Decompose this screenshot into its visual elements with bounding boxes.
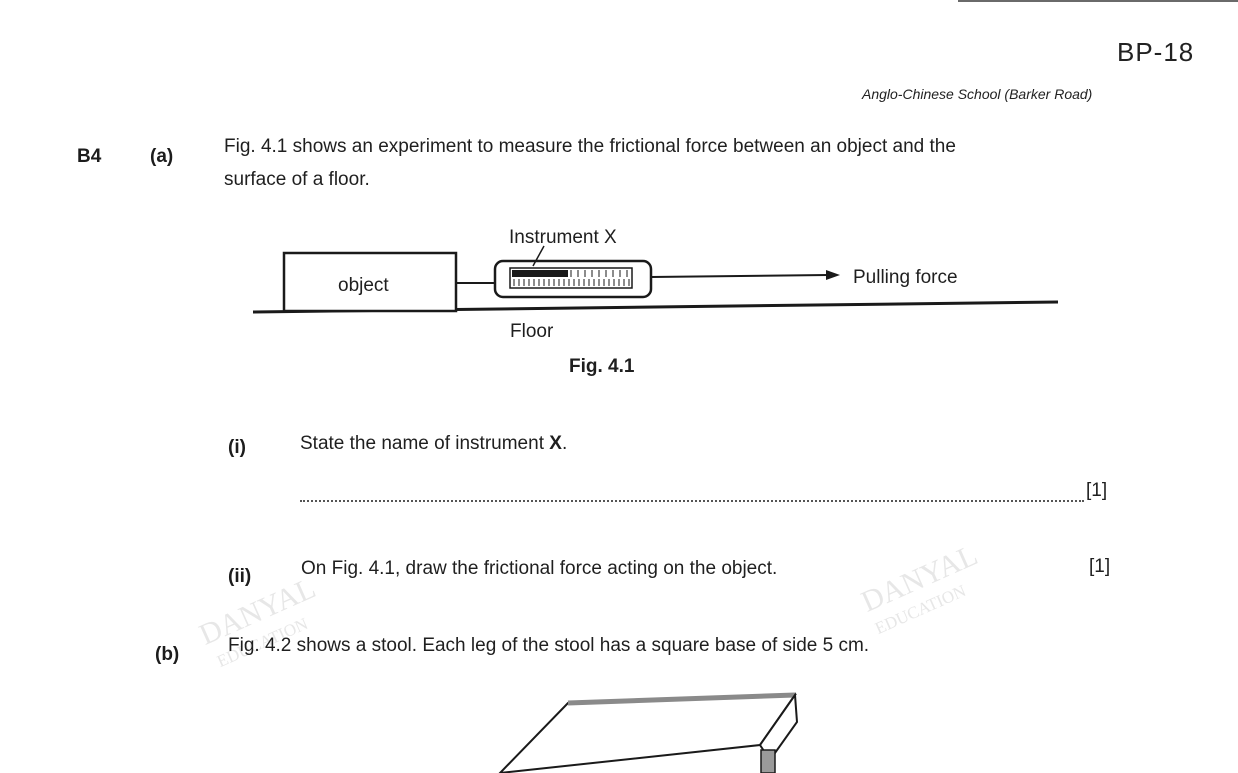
part-a-label: (a) [150, 146, 174, 167]
sub-i-text-after: . [561, 433, 568, 454]
instrument-x-ticks [513, 270, 630, 286]
part-b-label: (b) [155, 644, 180, 665]
sub-i-label: (i) [228, 437, 246, 458]
object-label: object [338, 275, 389, 296]
instrument-x-indicator [512, 270, 568, 277]
pulling-force-arrow [650, 274, 829, 278]
sub-i-text: State the name of instrument X. [300, 433, 567, 455]
pulling-force-label: Pulling force [853, 267, 958, 288]
pulling-force-arrowhead [826, 270, 840, 280]
sub-i-text-bold: X [549, 433, 562, 454]
page-code: BP-18 [1117, 37, 1195, 67]
stool-top [498, 693, 797, 773]
stool-top-edge [567, 692, 796, 706]
figure-caption: Fig. 4.1 [569, 356, 635, 377]
answer-line[interactable] [300, 478, 1084, 502]
stool-leg [760, 749, 776, 773]
part-a-text-line1: Fig. 4.1 shows an experiment to measure … [224, 136, 956, 157]
instrument-label-pointer [532, 245, 545, 267]
part-a-text-line2: surface of a floor. [224, 169, 370, 190]
sub-ii-label: (ii) [228, 566, 252, 587]
sub-ii-mark: [1] [1089, 556, 1111, 577]
school-name: Anglo-Chinese School (Barker Road) [862, 86, 1093, 102]
figure-4-1: object Instrument X Pulling force Floor … [252, 227, 1059, 377]
sub-i-text-before: State the name of instrument [300, 433, 550, 454]
object-box [282, 251, 458, 313]
instrument-label: Instrument X [509, 227, 617, 248]
question-number: B4 [77, 146, 102, 167]
sub-i-mark: [1] [1086, 480, 1108, 501]
floor-label: Floor [510, 321, 554, 342]
sub-ii-text: On Fig. 4.1, draw the frictional force a… [301, 558, 778, 579]
part-b-text: Fig. 4.2 shows a stool. Each leg of the … [228, 635, 870, 656]
top-border-line [958, 0, 1238, 2]
